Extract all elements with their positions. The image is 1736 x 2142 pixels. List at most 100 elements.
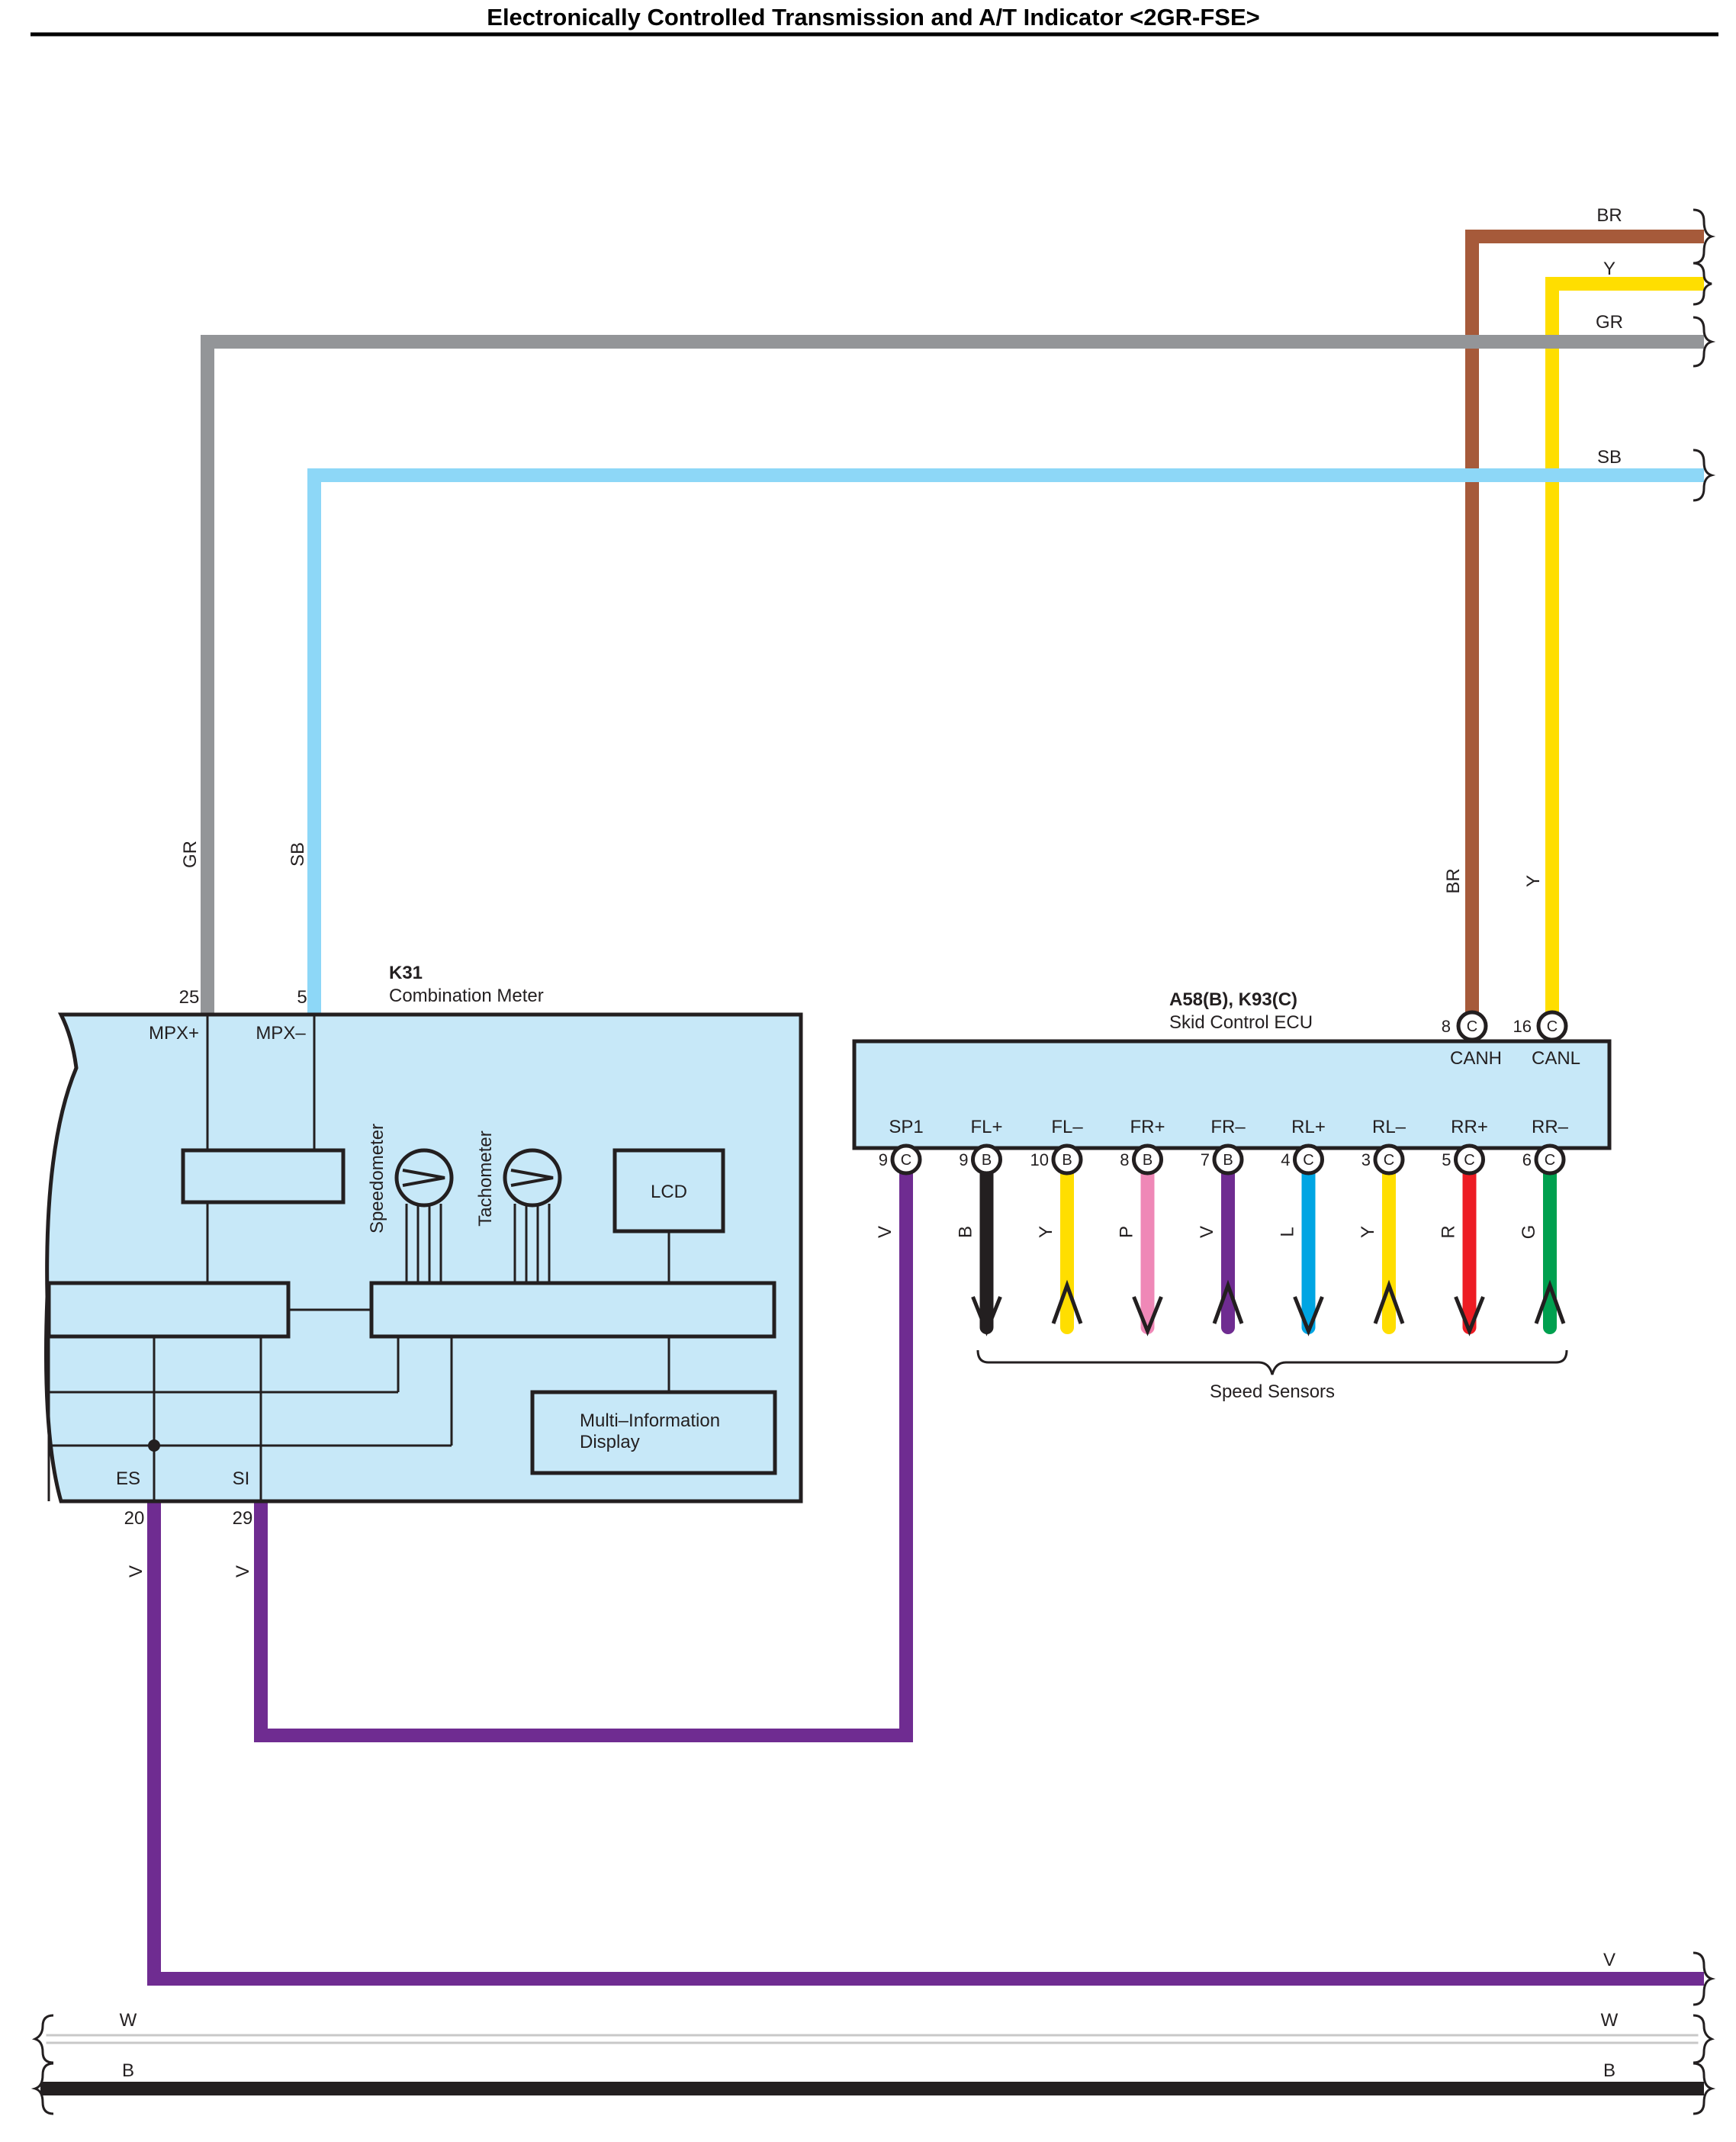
- speedometer-label: Speedometer: [367, 1124, 387, 1233]
- connector-letter-fr-minus: B: [1223, 1152, 1233, 1169]
- wire-label-rr-plus: R: [1439, 1225, 1459, 1238]
- wire-v-es: [147, 1494, 1704, 1986]
- connector-rr-minus: [1534, 1143, 1566, 1176]
- arrow-rr-plus: [1454, 1296, 1485, 1336]
- right-label-br: BR: [1596, 205, 1622, 226]
- meter-name: Combination Meter: [389, 986, 544, 1006]
- pin-rl-minus: 3: [1361, 1150, 1371, 1169]
- right-label-v: V: [1603, 1950, 1615, 1970]
- left-label-b: B: [122, 2060, 134, 2081]
- break-br: [1693, 208, 1716, 265]
- wire-label-rl-minus: Y: [1358, 1226, 1378, 1238]
- pin-mpx-plus: 25: [179, 987, 200, 1008]
- mid-box: [530, 1390, 777, 1475]
- label-y-vertical: Y: [1523, 875, 1544, 887]
- terminal-rr-plus: RR+: [1451, 1117, 1488, 1137]
- break-b: [1693, 2062, 1716, 2115]
- wire-label-fl-plus: B: [956, 1226, 976, 1238]
- wire-label-rr-minus: G: [1519, 1225, 1539, 1240]
- wire-br-canh: [1465, 230, 1704, 1021]
- wire-gr-mpx-plus: [201, 335, 1704, 1021]
- connector-rl-minus: [1373, 1143, 1405, 1176]
- right-breaks: [1693, 208, 1716, 2115]
- wire-label-sp1: V: [875, 1226, 895, 1238]
- right-label-gr: GR: [1596, 312, 1623, 333]
- terminal-rl-plus: RL+: [1291, 1117, 1326, 1137]
- connector-letter-fr-plus: B: [1143, 1152, 1153, 1169]
- connector-letter-rr-plus: C: [1464, 1152, 1474, 1169]
- meter-circuit: [47, 1015, 777, 1501]
- pin-sp1: 9: [879, 1150, 888, 1169]
- break-w: [1693, 2014, 1715, 2064]
- canh-conn-letter: C: [1467, 1018, 1477, 1035]
- terminal-fr-minus: FR–: [1210, 1117, 1246, 1137]
- label-sb-vertical: SB: [288, 842, 308, 867]
- terminal-fr-plus: FR+: [1130, 1117, 1165, 1137]
- connector-rl-plus: [1293, 1143, 1324, 1176]
- connector-fr-minus: [1212, 1143, 1244, 1176]
- pin-si: 29: [233, 1508, 253, 1529]
- break-left-w: [31, 2014, 54, 2064]
- pin-es: 20: [124, 1508, 145, 1529]
- terminal-si: SI: [233, 1468, 250, 1489]
- pin-fl-plus: 9: [959, 1150, 968, 1169]
- label-es-wire: V: [126, 1565, 146, 1578]
- arrow-rr-minus: [1534, 1279, 1566, 1324]
- connector-sp1: [890, 1143, 922, 1176]
- right-label-b: B: [1603, 2060, 1615, 2081]
- right-label-sb: SB: [1597, 447, 1622, 468]
- canl-connector: [1536, 1010, 1568, 1042]
- tachometer-gauge: [503, 1148, 562, 1208]
- wire-v-si-sp1: [254, 1168, 913, 1742]
- connector-rr-plus: [1454, 1143, 1485, 1176]
- arrow-fr-minus: [1212, 1279, 1244, 1324]
- mid-label-1: Multi–Information: [580, 1410, 720, 1431]
- wire-label-rl-plus: L: [1278, 1227, 1298, 1237]
- canl-conn-letter: C: [1547, 1018, 1558, 1035]
- wire-label-fr-plus: P: [1117, 1226, 1137, 1238]
- pin-fl-minus: 10: [1030, 1150, 1049, 1169]
- connector-letter-fl-plus: B: [982, 1152, 992, 1169]
- pin-fr-plus: 8: [1120, 1150, 1129, 1169]
- canh-connector: [1456, 1010, 1488, 1042]
- combination-meter: K31 Combination Meter 25 5 MPX+ MPX– ES …: [43, 963, 803, 1529]
- terminal-rl-minus: RL–: [1372, 1117, 1406, 1137]
- terminal-fl-minus: FL–: [1051, 1117, 1083, 1137]
- break-y: [1693, 262, 1712, 306]
- connector-letter-rr-minus: C: [1545, 1152, 1555, 1169]
- arrow-fl-minus: [1051, 1279, 1083, 1324]
- terminal-rr-minus: RR–: [1532, 1117, 1569, 1137]
- arrow-rl-plus: [1293, 1296, 1324, 1336]
- pin-rr-plus: 5: [1442, 1150, 1451, 1169]
- junction-dot: [148, 1439, 160, 1452]
- connector-letter-sp1: C: [901, 1152, 911, 1169]
- connector-fr-plus: [1132, 1143, 1163, 1176]
- break-sb: [1693, 449, 1716, 502]
- arrow-fr-plus: [1132, 1296, 1163, 1336]
- wire-sb-mpx-minus: [307, 468, 1704, 1021]
- break-v: [1693, 1951, 1716, 2006]
- left-breaks: [31, 2014, 54, 2115]
- left-label-w: W: [120, 2010, 137, 2031]
- pin-rl-plus: 4: [1281, 1150, 1290, 1169]
- speed-sensors-brace: [976, 1349, 1568, 1375]
- speed-sensors-label: Speed Sensors: [1210, 1381, 1335, 1402]
- ecu-code: A58(B), K93(C): [1169, 989, 1297, 1010]
- terminal-es: ES: [116, 1468, 140, 1489]
- terminal-mpx-plus: MPX+: [149, 1023, 199, 1044]
- speedometer-gauge: [394, 1148, 454, 1208]
- connector-fl-minus: [1051, 1143, 1083, 1176]
- meter-body: [43, 1012, 803, 1504]
- break-gr: [1693, 316, 1716, 368]
- pin-rr-minus: 6: [1522, 1150, 1532, 1169]
- skid-control-ecu: A58(B), K93(C) Skid Control ECU C 8 CANH…: [852, 989, 1612, 1402]
- wire-label-fl-minus: Y: [1036, 1226, 1056, 1238]
- connector-letter-fl-minus: B: [1062, 1152, 1072, 1169]
- connector-letter-rl-plus: C: [1303, 1152, 1313, 1169]
- canl-label: CANL: [1532, 1048, 1580, 1069]
- tachometer-label: Tachometer: [475, 1130, 496, 1226]
- connector-letter-rl-minus: C: [1384, 1152, 1394, 1169]
- right-label-y: Y: [1603, 259, 1615, 279]
- arrow-rl-minus: [1373, 1279, 1405, 1324]
